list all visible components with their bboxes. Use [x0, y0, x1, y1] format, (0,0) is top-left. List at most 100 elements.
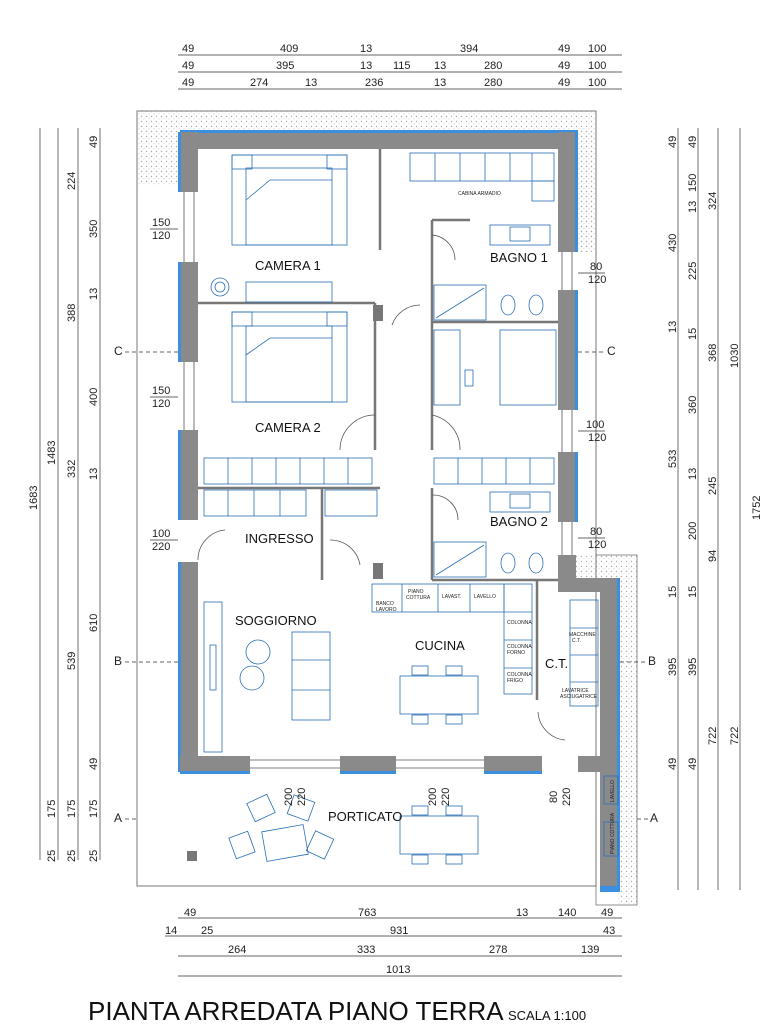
dim-right-c1-2: 13	[667, 321, 679, 333]
label-cabina-armadio: CABINA ARMADIO	[458, 191, 501, 197]
dim-left-c4-8: 25	[88, 850, 100, 862]
dim-right-c2-9: 395	[687, 658, 699, 676]
dim-bot-r1-0: 49	[184, 907, 196, 919]
label-col-frigo-1: COLONNA	[507, 672, 532, 678]
opening-porch1-height: 220	[296, 788, 308, 806]
dim-top-r3-7: 100	[588, 77, 606, 89]
dim-top-r2-6: 49	[558, 60, 570, 72]
label-col-forno-2: FORNO	[507, 650, 525, 656]
dim-top-r3-5: 280	[484, 77, 502, 89]
dim-left-c3-1: 388	[66, 304, 78, 322]
section-mark-c-right: C	[607, 344, 616, 358]
dim-bot-r3-1: 333	[357, 944, 375, 956]
dim-left-c3-0: 224	[66, 172, 78, 190]
porch-pillar	[187, 851, 197, 861]
opening-cam2-width: 150	[152, 385, 170, 397]
label-lavello: LAVELLO	[474, 594, 496, 600]
opening-bagno2-width: 80	[590, 526, 602, 538]
dim-bot-r3-3: 139	[581, 944, 599, 956]
dim-top-r1-0: 49	[182, 43, 194, 55]
dim-right-c3-1: 368	[707, 344, 719, 362]
section-mark-b-left: B	[114, 654, 122, 668]
dim-bot-r1-4: 49	[601, 907, 613, 919]
dim-top-r1-1: 409	[280, 43, 298, 55]
dim-right-c4-0: 1030	[729, 344, 741, 368]
dim-bot-r2-1: 25	[201, 925, 213, 937]
dim-right-c2-6: 13	[687, 468, 699, 480]
dim-top-r1-4: 49	[558, 43, 570, 55]
dim-right-c4-1: 1752	[751, 496, 763, 520]
dim-left-c2-1: 175	[46, 800, 58, 818]
dim-left-outer-0: 1683	[28, 486, 40, 510]
dim-left-c3-3: 539	[66, 652, 78, 670]
dim-right-c1-3: 533	[667, 450, 679, 468]
dim-right-c2-10: 722	[729, 727, 741, 745]
dim-top-r3-4: 13	[434, 77, 446, 89]
opening-right-width: 100	[586, 419, 604, 431]
dim-top-r1-5: 100	[588, 43, 606, 55]
dim-right-c1-6: 722	[707, 727, 719, 745]
dim-top-r3-2: 13	[305, 77, 317, 89]
section-mark-a-right: A	[650, 811, 658, 825]
furniture	[203, 152, 619, 865]
opening-cam1-width: 150	[152, 217, 170, 229]
dim-right-c2-7: 200	[687, 522, 699, 540]
room-porticato: PORTICATO	[328, 809, 402, 824]
label-lavatrice-1: LAVATRICE	[562, 688, 589, 694]
dim-right-c1-1: 430	[667, 234, 679, 252]
dim-top-r1-3: 394	[460, 43, 478, 55]
dim-left-c4-2: 13	[88, 288, 100, 300]
dim-left-c3-4: 175	[66, 800, 78, 818]
opening-ingresso-height: 220	[152, 541, 170, 553]
door-swings	[197, 234, 566, 741]
pillars	[373, 305, 383, 579]
dim-bot-r1-1: 763	[358, 907, 376, 919]
dim-bot-r2-3: 43	[603, 925, 615, 937]
dining-table-porch	[399, 815, 479, 855]
dim-right-c1-5: 395	[667, 658, 679, 676]
sofa	[291, 631, 331, 721]
dim-right-c3-2: 245	[707, 477, 719, 495]
dim-left-c4-1: 350	[88, 220, 100, 238]
dim-left-c3-5: 25	[66, 850, 78, 862]
opening-cam2-height: 120	[152, 398, 170, 410]
drawing-title: PIANTA ARREDATA PIANO TERRA SCALA 1:100	[88, 996, 586, 1024]
label-piano-cottura-portico: PIANO COTTURA	[610, 812, 616, 854]
opening-ct-height: 220	[561, 788, 573, 806]
dims-top: 49 409 13 394 49 100 49 395 13 115 13 28…	[178, 43, 622, 90]
dim-left-c4-7: 175	[88, 800, 100, 818]
label-col-frigo-2: FRIGO	[507, 678, 523, 684]
interior-partitions	[198, 149, 558, 700]
exterior-walls	[178, 130, 620, 892]
label-colonna: COLONNA	[507, 620, 532, 626]
dim-left-c4-3: 400	[88, 388, 100, 406]
label-piano-2: COTTURA	[406, 595, 431, 601]
dims-bottom: 49 763 13 140 49 14 25 931 43 264 333 27…	[165, 907, 622, 977]
title-main: PIANTA ARREDATA PIANO TERRA	[88, 996, 504, 1024]
section-mark-b-right: B	[648, 654, 656, 668]
dim-right-c2-5: 360	[687, 396, 699, 414]
dim-top-r2-7: 100	[588, 60, 606, 72]
section-mark-a-left: A	[114, 811, 122, 825]
opening-ct-width: 80	[548, 791, 560, 803]
label-lavello-portico: LAVELLO	[610, 780, 616, 802]
label-lavast: LAVAST.	[442, 594, 461, 600]
opening-bagno1-height: 120	[588, 274, 606, 286]
opening-bagno1-width: 80	[590, 261, 602, 273]
dim-bot-r1-2: 13	[516, 907, 528, 919]
label-banco-2: LAVORO	[376, 607, 397, 613]
dim-left-c2-0: 1483	[46, 441, 58, 465]
room-ingresso: INGRESSO	[245, 531, 314, 546]
dim-top-r2-1: 395	[276, 60, 294, 72]
room-bagno-2: BAGNO 2	[490, 514, 548, 529]
opening-bagno2-height: 120	[588, 539, 606, 551]
dim-right-c1-4: 15	[667, 586, 679, 598]
dim-bot-r3-0: 264	[228, 944, 246, 956]
room-bagno-1: BAGNO 1	[490, 250, 548, 265]
label-lavatrice-2: ASCIUGATRICE	[560, 694, 598, 700]
opening-dimensions: 150 120 150 120 100 220 80 120 100 120 8…	[150, 217, 606, 806]
dim-top-r2-4: 13	[434, 60, 446, 72]
wardrobe-cabina	[409, 152, 555, 182]
dim-right-c2-2: 13	[687, 201, 699, 213]
